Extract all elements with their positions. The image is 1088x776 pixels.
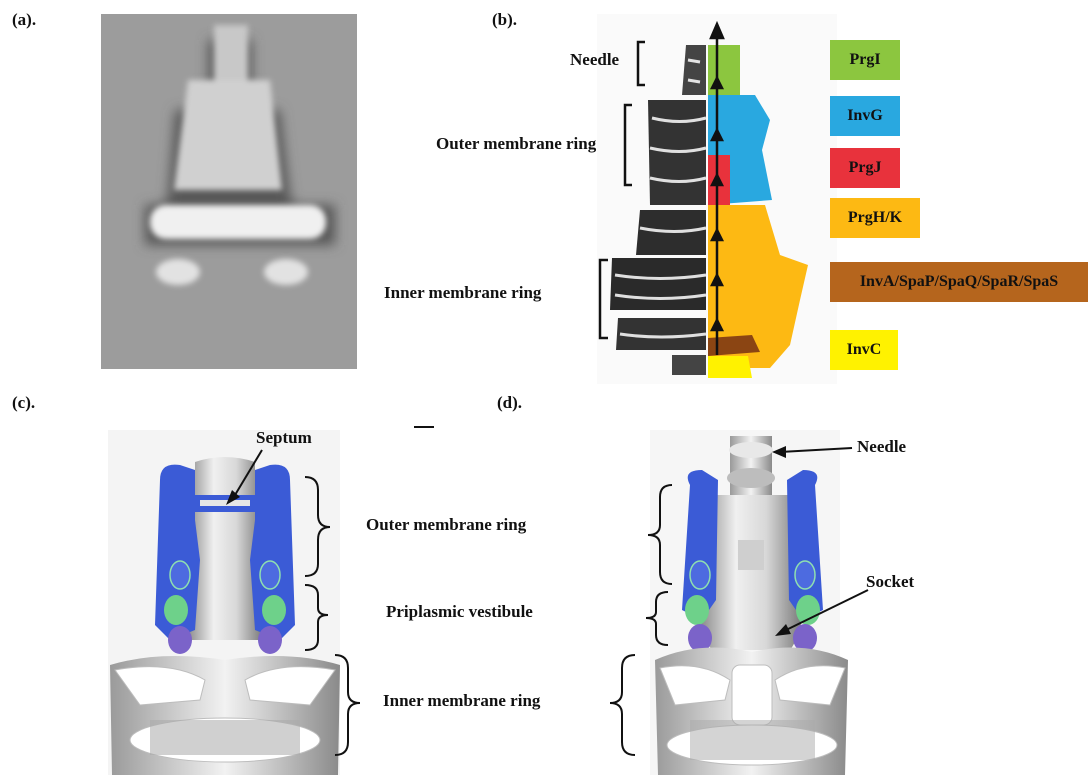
- panel-b-label: (b).: [492, 10, 517, 30]
- septum-label: Septum: [256, 428, 312, 448]
- inner-ring-label-b: Inner membrane ring: [384, 283, 541, 303]
- legend-invg: InvG: [830, 96, 900, 136]
- panel-d-label: (d).: [497, 393, 522, 413]
- panel-a-label: (a).: [12, 10, 36, 30]
- legend-invc-label: InvC: [847, 341, 882, 359]
- legend-invc: InvC: [830, 330, 898, 370]
- legend-inva-label: InvA/SpaP/SpaQ/SpaR/SpaS: [860, 273, 1058, 291]
- outer-ring-label-b: Outer membrane ring: [436, 134, 596, 154]
- legend-prgi-label: PrgI: [849, 51, 880, 69]
- legend-prgj: PrgJ: [830, 148, 900, 188]
- needle-label-b: Needle: [570, 50, 619, 70]
- legend-inva: InvA/SpaP/SpaQ/SpaR/SpaS: [830, 262, 1088, 302]
- legend-invg-label: InvG: [847, 107, 883, 125]
- legend-prghk: PrgH/K: [830, 198, 920, 238]
- inner-ring-label-c: Inner membrane ring: [383, 691, 540, 711]
- needle-label-d: Needle: [857, 437, 906, 457]
- legend-prgi: PrgI: [830, 40, 900, 80]
- socket-label: Socket: [866, 572, 914, 592]
- legend-prghk-label: PrgH/K: [848, 209, 902, 227]
- legend-prgj-label: PrgJ: [849, 159, 882, 177]
- outer-ring-label-c: Outer membrane ring: [366, 515, 526, 535]
- vestibule-label: Priplasmic vestibule: [386, 602, 533, 622]
- panel-c-label: (c).: [12, 393, 35, 413]
